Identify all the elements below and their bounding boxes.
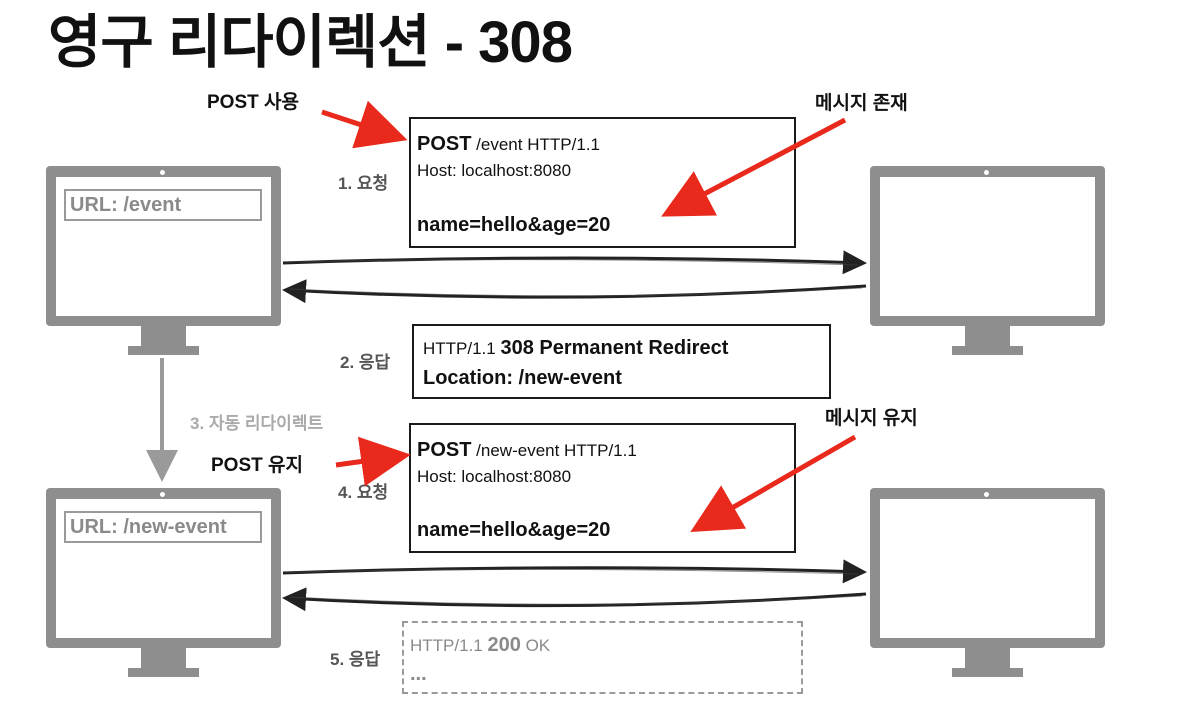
arrow-message-keep bbox=[690, 434, 857, 532]
step-5-label: 5. 응답 bbox=[330, 650, 381, 669]
annotation-post-use: POST 사용 bbox=[207, 92, 299, 113]
monitor-base bbox=[952, 346, 1023, 355]
exchange-arrows-top bbox=[282, 250, 867, 304]
monitor-screen bbox=[880, 177, 1095, 316]
step-3-label: 3. 자동 리다이렉트 bbox=[190, 414, 324, 433]
annotation-message-keep: 메시지 유지 bbox=[825, 408, 918, 429]
annotation-message-exists: 메시지 존재 bbox=[815, 93, 908, 114]
response2-code: 200 bbox=[487, 634, 521, 656]
monitor-stand bbox=[141, 648, 186, 668]
monitor-camera bbox=[160, 170, 165, 175]
exchange-arrows-bottom bbox=[282, 559, 867, 612]
response2-version: HTTP/1.1 bbox=[410, 636, 488, 655]
url-bar-top[interactable]: URL: /event bbox=[64, 189, 262, 221]
request1-host: Host: localhost:8080 bbox=[417, 161, 572, 180]
monitor-base bbox=[128, 346, 199, 355]
server-monitor-top bbox=[870, 166, 1105, 356]
request2-path: /new-event HTTP/1.1 bbox=[471, 441, 637, 460]
request1-method: POST bbox=[417, 133, 472, 155]
response1-status-line: HTTP/1.1 308 Permanent Redirect bbox=[423, 337, 728, 360]
monitor-screen: URL: /event bbox=[56, 177, 271, 316]
monitor-screen: URL: /new-event bbox=[56, 499, 271, 638]
annotation-post-keep: POST 유지 bbox=[211, 455, 303, 476]
monitor-screen bbox=[880, 499, 1095, 638]
request2-host: Host: localhost:8080 bbox=[417, 467, 572, 486]
monitor-base bbox=[952, 668, 1023, 677]
client-monitor-bottom: URL: /new-event bbox=[46, 488, 281, 678]
arrow-post-use bbox=[321, 100, 408, 149]
step-1-label: 1. 요청 bbox=[338, 174, 389, 193]
url-bar-bottom[interactable]: URL: /new-event bbox=[64, 511, 262, 543]
request1-body: name=hello&age=20 bbox=[417, 214, 611, 236]
response1-box: HTTP/1.1 308 Permanent Redirect Location… bbox=[412, 324, 831, 399]
monitor-camera bbox=[160, 492, 165, 497]
monitor-stand bbox=[965, 648, 1010, 668]
response2-box: HTTP/1.1 200 OK ... bbox=[402, 621, 803, 694]
arrow-message-exists bbox=[661, 117, 847, 217]
response2-ellipsis: ... bbox=[410, 663, 427, 685]
response2-status-line: HTTP/1.1 200 OK bbox=[410, 634, 550, 657]
request2-line1: POST /new-event HTTP/1.1 bbox=[417, 439, 637, 462]
request2-method: POST bbox=[417, 439, 472, 461]
response2-reason: OK bbox=[520, 636, 551, 655]
monitor-stand bbox=[965, 326, 1010, 346]
arrow-post-keep bbox=[335, 436, 411, 487]
monitor-base bbox=[128, 668, 199, 677]
monitor-camera bbox=[984, 492, 989, 497]
request1-line1: POST /event HTTP/1.1 bbox=[417, 133, 600, 156]
monitor-camera bbox=[984, 170, 989, 175]
response1-location: Location: /new-event bbox=[423, 367, 622, 389]
monitor-stand bbox=[141, 326, 186, 346]
step-4-label: 4. 요청 bbox=[338, 483, 389, 502]
response1-status: 308 Permanent Redirect bbox=[500, 337, 729, 359]
page-title: 영구 리다이렉션 - 308 bbox=[48, 10, 573, 75]
request1-path: /event HTTP/1.1 bbox=[471, 135, 600, 154]
response1-version: HTTP/1.1 bbox=[423, 339, 501, 358]
request1-box: POST /event HTTP/1.1 Host: localhost:808… bbox=[409, 117, 796, 248]
client-monitor-top: URL: /event bbox=[46, 166, 281, 356]
request2-body: name=hello&age=20 bbox=[417, 519, 611, 541]
step-2-label: 2. 응답 bbox=[340, 353, 391, 372]
server-monitor-bottom bbox=[870, 488, 1105, 678]
